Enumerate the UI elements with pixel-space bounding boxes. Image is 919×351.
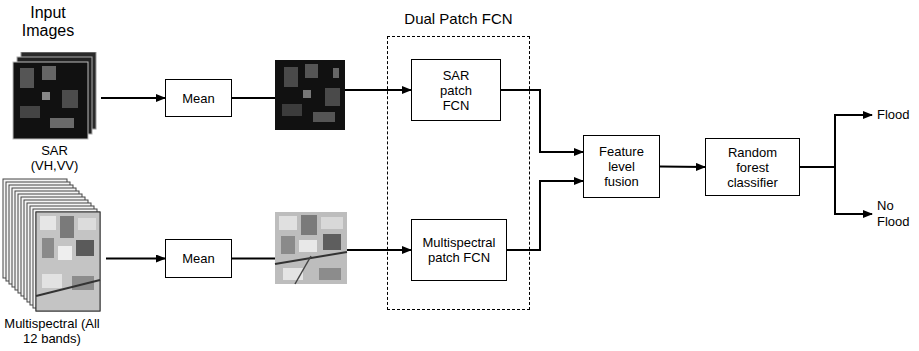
output-fork bbox=[800, 115, 872, 215]
box-text-group: Feature level fusion bbox=[594, 144, 649, 189]
process-box: Mean bbox=[165, 239, 232, 278]
section-heading: Input Images bbox=[8, 4, 88, 40]
box-label: Mean bbox=[182, 251, 215, 266]
box-label: Multispectral patch FCN bbox=[416, 235, 502, 265]
flow-arrow bbox=[101, 97, 165, 99]
output-label: No Flood bbox=[877, 198, 917, 230]
process-box: Multispectral patch FCN bbox=[411, 219, 507, 281]
image-caption: SAR (VH,VV) bbox=[25, 143, 85, 173]
box-text-group: Multispectral patch FCN bbox=[416, 235, 502, 265]
box-text-group: Random forest classifier bbox=[720, 145, 785, 190]
output-label: Flood bbox=[877, 107, 917, 123]
sar-image-stack bbox=[12, 52, 97, 140]
group-frame: Dual Patch FCNSAR patch FCNMultispectral… bbox=[387, 36, 530, 310]
flow-arrow bbox=[106, 258, 165, 260]
flow-arrow bbox=[507, 181, 583, 250]
input-image-stack: Multispectral (All 12 bands) bbox=[2, 178, 102, 346]
box-text-group: SAR patch FCN bbox=[431, 68, 481, 113]
flow-arrow bbox=[660, 166, 705, 169]
process-box: Mean bbox=[165, 79, 232, 117]
sar-mean-image bbox=[275, 60, 345, 130]
input-image-stack: SAR (VH,VV) bbox=[12, 52, 97, 173]
box-text-group: Mean bbox=[182, 91, 215, 106]
flow-arrow bbox=[501, 90, 583, 152]
box-label: SAR patch FCN bbox=[431, 68, 481, 113]
box-label: Feature level fusion bbox=[594, 144, 649, 189]
box-label: Mean bbox=[182, 91, 215, 106]
multispectral-image-stack bbox=[2, 178, 102, 313]
group-title: Dual Patch FCN bbox=[368, 10, 549, 28]
box-text-group: Mean bbox=[182, 251, 215, 266]
image-caption: Multispectral (All 12 bands) bbox=[2, 316, 102, 346]
process-box: SAR patch FCN bbox=[411, 59, 501, 121]
box-label: Random forest classifier bbox=[720, 145, 785, 190]
process-box: Random forest classifier bbox=[705, 138, 800, 196]
multispectral-mean-image bbox=[275, 212, 347, 284]
process-box: Feature level fusion bbox=[583, 135, 660, 198]
